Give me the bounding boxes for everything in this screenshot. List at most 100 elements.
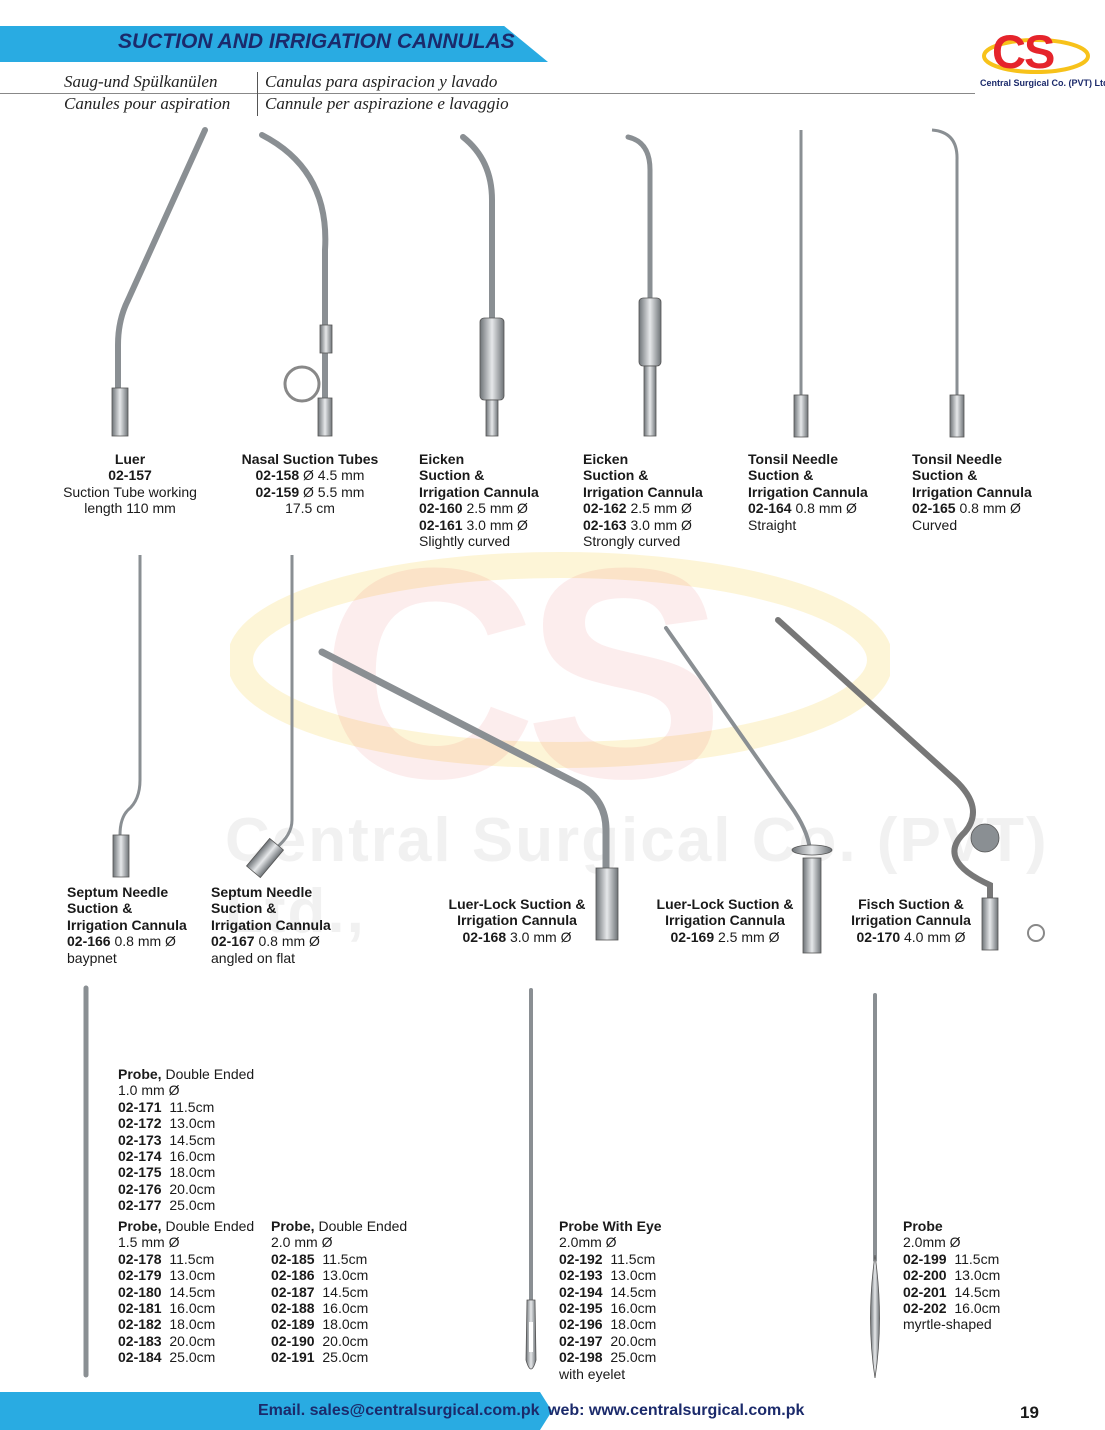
product-length: 18.0cm xyxy=(322,1316,369,1333)
header-divider xyxy=(0,93,975,94)
product-note: angled on flat xyxy=(211,949,296,966)
list-item: 02-189 18.0cm xyxy=(271,1316,407,1332)
probe-diameter: 1.5 mm Ø xyxy=(118,1234,180,1251)
product-code: 02-169 xyxy=(670,928,715,945)
product-code: 02-164 xyxy=(748,500,792,517)
watermark-ellipse xyxy=(227,540,893,785)
product-name: Irrigation Cannula xyxy=(583,483,703,500)
list-item: 02-172 13.0cm xyxy=(118,1115,254,1131)
product-size: 0.8 mm Ø xyxy=(959,500,1021,517)
product-name: Irrigation Cannula xyxy=(912,483,1032,500)
product-code: 02-161 xyxy=(419,516,463,533)
product-code: 02-200 xyxy=(903,1267,947,1284)
eicken-slightly-curved-icon xyxy=(460,134,505,437)
product-code: 02-201 xyxy=(903,1283,947,1300)
product-size: 3.0 mm Ø xyxy=(466,516,528,533)
product-code: 02-172 xyxy=(118,1115,162,1132)
logo-letters: CS xyxy=(992,25,1055,78)
watermark-company: Central Surgical Co. (PVT) Ltd., xyxy=(225,806,1049,946)
product-name: Nasal Suction Tubes xyxy=(241,451,379,467)
caption-luer: Luer 02-157 Suction Tube working length … xyxy=(50,451,210,517)
product-length: 11.5cm xyxy=(169,1098,215,1115)
caption-fisch: Fisch Suction & Irrigation Cannula 02-17… xyxy=(843,896,979,945)
list-item: 02-199 11.5cm xyxy=(903,1251,1000,1267)
list-item: 02-184 25.0cm xyxy=(118,1349,254,1365)
product-size: 0.8 mm Ø xyxy=(114,933,176,950)
product-name: Suction & xyxy=(67,900,133,917)
product-size: 2.5 mm Ø xyxy=(466,500,528,517)
product-name: Septum Needle xyxy=(211,884,313,900)
product-length: 20.0cm xyxy=(169,1180,216,1197)
product-length: 25.0cm xyxy=(322,1349,369,1366)
product-code: 02-191 xyxy=(271,1349,315,1366)
subtitle-separator xyxy=(257,72,258,116)
product-length: 14.5cm xyxy=(954,1283,1001,1300)
list-item: 02-193 13.0cm xyxy=(559,1267,662,1283)
luer-lock-cannula-169-icon xyxy=(664,626,833,954)
probe-diameter: 2.0mm Ø xyxy=(559,1234,617,1251)
list-item: 02-180 14.5cm xyxy=(118,1284,254,1300)
product-length: 20.0cm xyxy=(610,1332,657,1349)
product-length: 16.0cm xyxy=(954,1300,1001,1317)
list-item: 02-175 18.0cm xyxy=(118,1164,254,1180)
eicken-strongly-curved-icon xyxy=(625,134,662,437)
product-note: Slightly curved xyxy=(419,533,511,550)
tonsil-needle-curved-icon xyxy=(931,128,965,438)
product-length: 14.5cm xyxy=(322,1283,369,1300)
probe-myrtle-shaped-icon xyxy=(870,993,880,1379)
product-size: 0.8 mm Ø xyxy=(795,500,857,517)
footer-bar xyxy=(0,1392,1105,1430)
product-code: 02-178 xyxy=(118,1250,162,1267)
page-number: 19 xyxy=(1020,1403,1039,1422)
product-code: 02-196 xyxy=(559,1316,603,1333)
footer-email-link[interactable]: Email. sales@centralsurgical.com.pk xyxy=(258,1402,540,1419)
list-item: 02-197 20.0cm xyxy=(559,1333,662,1349)
product-name: Suction & xyxy=(583,467,649,484)
probe-block-3: Probe, Double Ended 2.0 mm Ø 02-185 11.5… xyxy=(271,1218,407,1366)
product-length: 14.5cm xyxy=(169,1131,216,1148)
list-item: 02-194 14.5cm xyxy=(559,1284,662,1300)
probe-diameter: 1.0 mm Ø xyxy=(118,1082,180,1099)
list-item: 02-196 18.0cm xyxy=(559,1316,662,1332)
list-item: 02-187 14.5cm xyxy=(271,1284,407,1300)
product-size: 3.0 mm Ø xyxy=(630,516,692,533)
product-length: 14.5cm xyxy=(610,1283,657,1300)
product-length: 25.0cm xyxy=(169,1197,216,1214)
product-code: 02-194 xyxy=(559,1283,603,1300)
product-name: Luer-Lock Suction & xyxy=(448,896,586,912)
product-size: 4.0 mm Ø xyxy=(904,928,966,945)
probe-diameter: 2.0 mm Ø xyxy=(271,1234,333,1251)
product-code: 02-197 xyxy=(559,1332,603,1349)
product-name: Luer-Lock Suction & xyxy=(656,896,794,912)
product-code: 02-202 xyxy=(903,1300,947,1317)
product-desc: length 110 mm xyxy=(84,500,176,517)
caption-luer-lock-168: Luer-Lock Suction & Irrigation Cannula 0… xyxy=(436,896,598,945)
list-item: 02-202 16.0cm xyxy=(903,1300,1000,1316)
product-length: 13.0cm xyxy=(169,1267,216,1284)
nasal-suction-tube-icon xyxy=(259,132,333,437)
fisch-cannula-icon xyxy=(775,617,1045,951)
product-name: Tonsil Needle xyxy=(748,451,838,467)
subtitle-french: Canules pour aspiration xyxy=(64,94,231,113)
product-code: 02-162 xyxy=(583,500,627,517)
product-length: 17.5 cm xyxy=(285,500,335,517)
product-code: 02-177 xyxy=(118,1197,162,1214)
product-code: 02-186 xyxy=(271,1267,315,1284)
list-item: 02-181 16.0cm xyxy=(118,1300,254,1316)
product-code: 02-167 xyxy=(211,933,255,950)
product-code: 02-158 xyxy=(255,467,300,484)
probe-title: Probe, xyxy=(118,1218,162,1234)
list-item: 02-186 13.0cm xyxy=(271,1267,407,1283)
list-item: 02-188 16.0cm xyxy=(271,1300,407,1316)
caption-tonsil-curved: Tonsil Needle Suction & Irrigation Cannu… xyxy=(912,451,1032,533)
product-code: 02-184 xyxy=(118,1349,162,1366)
company-logo: CS Central Surgical Co. (PVT) Ltd., xyxy=(980,24,1105,94)
probe-title: Probe, xyxy=(118,1066,162,1082)
footer-white-panel-icon xyxy=(540,1392,1105,1430)
probe-with-eye-icon xyxy=(525,988,537,1370)
product-code: 02-166 xyxy=(67,933,111,950)
product-name: Tonsil Needle xyxy=(912,451,1002,467)
footer-web-link[interactable]: web: www.centralsurgical.com.pk xyxy=(548,1402,805,1419)
list-item: 02-171 11.5cm xyxy=(118,1099,254,1115)
